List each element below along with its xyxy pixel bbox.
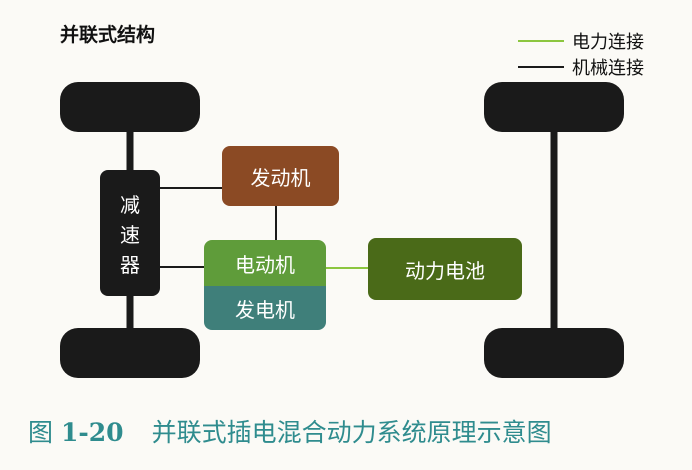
diagram-title: 并联式结构 <box>60 24 156 46</box>
caption-label: 图 <box>28 418 54 447</box>
generator-box: 发电机 <box>204 286 326 330</box>
rear-right-wheel <box>484 328 624 378</box>
legend-electrical-label: 电力连接 <box>572 32 644 53</box>
reducer-box: 减 速 器 <box>100 170 160 296</box>
front-right-wheel <box>484 82 624 132</box>
engine-label: 发动机 <box>250 165 311 190</box>
caption-text: 并联式插电混合动力系统原理示意图 <box>151 418 552 447</box>
generator-label: 发电机 <box>235 297 295 322</box>
engine-box: 发动机 <box>222 146 339 206</box>
legend-electrical: 电力连接 <box>518 28 644 54</box>
motor-label: 电动机 <box>235 252 295 277</box>
battery-box: 动力电池 <box>368 238 522 300</box>
reducer-label-3: 器 <box>120 253 140 277</box>
reducer-label-1: 减 <box>120 193 140 217</box>
legend-mechanical-swatch <box>518 66 564 68</box>
front-left-wheel <box>60 82 200 132</box>
legend-electrical-swatch <box>518 40 564 42</box>
legend-mechanical-label: 机械连接 <box>572 58 644 79</box>
legend-mechanical: 机械连接 <box>518 54 644 80</box>
motor-box: 电动机 <box>204 240 326 286</box>
caption-number: 1-20 <box>61 418 124 447</box>
rear-left-wheel <box>60 328 200 378</box>
reducer-label-2: 速 <box>120 223 140 247</box>
battery-label: 动力电池 <box>405 258 485 283</box>
